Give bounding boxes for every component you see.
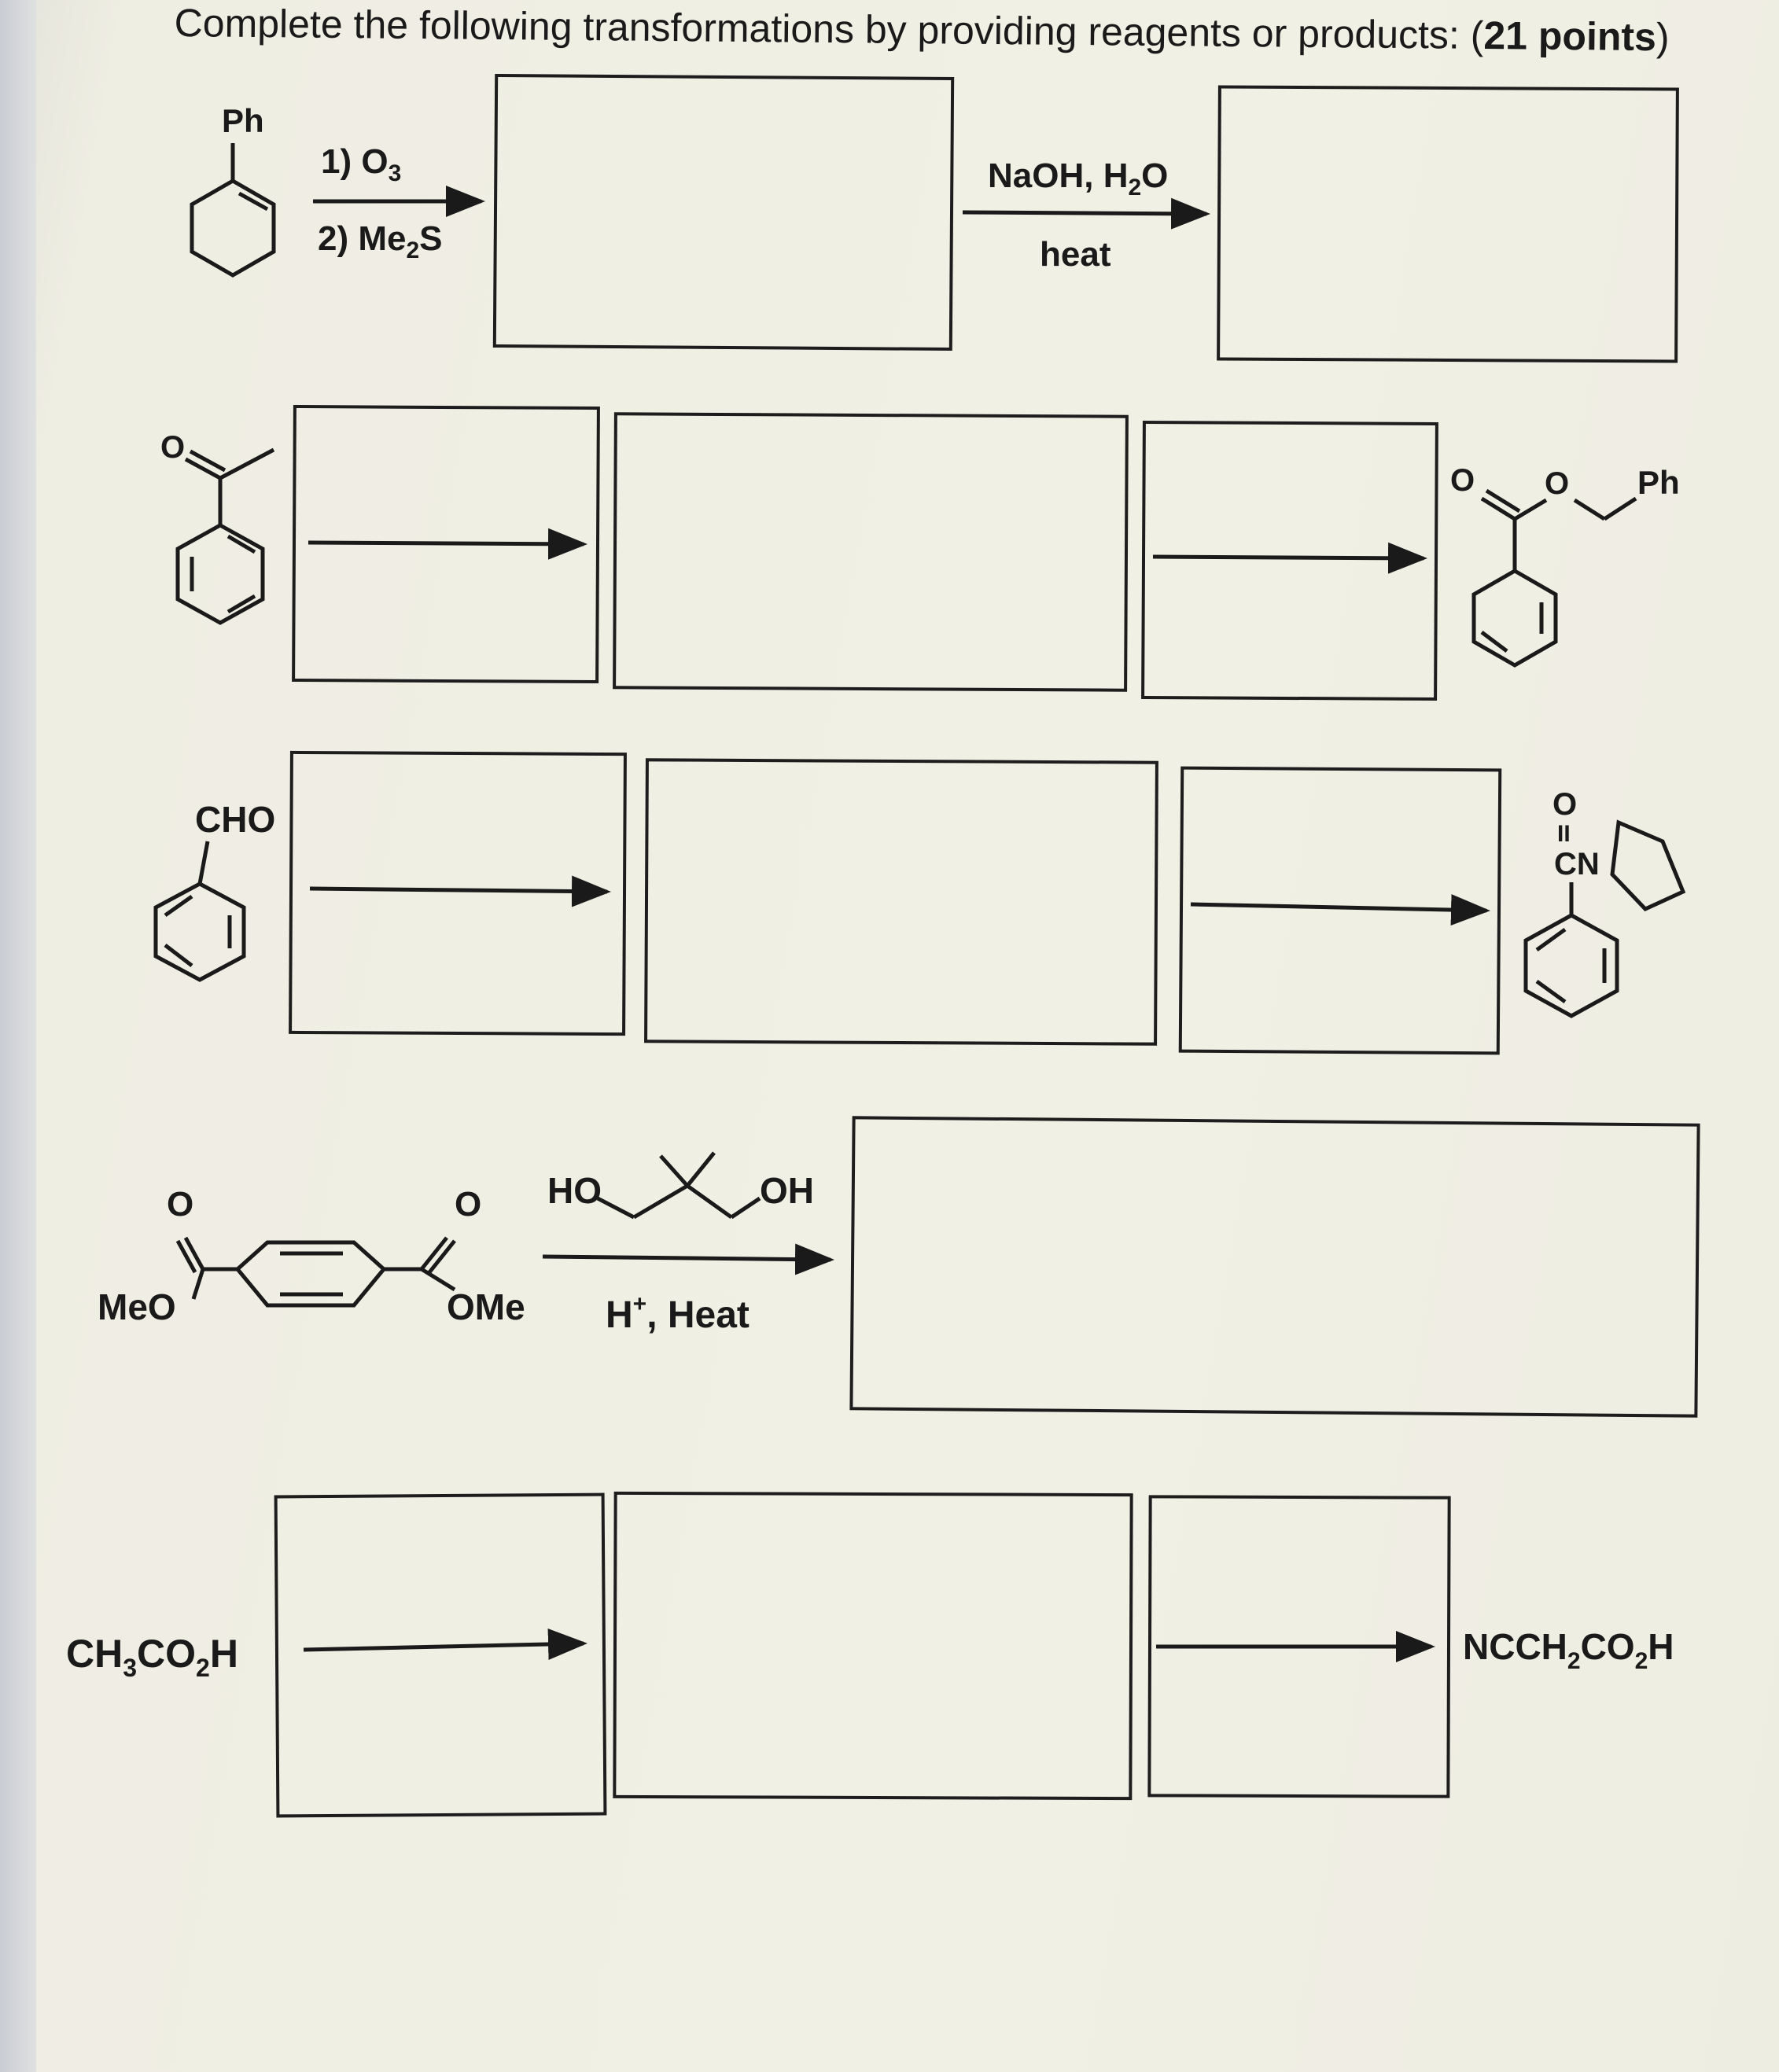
answer-box-2b[interactable] (613, 412, 1129, 692)
answer-box-1a[interactable] (492, 73, 955, 351)
answer-box-4[interactable] (849, 1116, 1700, 1418)
points-open: ( (1470, 13, 1484, 57)
answer-box-3b[interactable] (644, 758, 1158, 1046)
answer-box-2c[interactable] (1141, 421, 1438, 701)
answer-box-1b[interactable] (1217, 85, 1679, 363)
answer-box-5b[interactable] (613, 1491, 1133, 1801)
answer-box-3c[interactable] (1178, 766, 1502, 1055)
answer-box-5a[interactable] (274, 1492, 607, 1818)
points-text: 21 points (1483, 13, 1657, 60)
points-close: ) (1656, 15, 1670, 60)
answer-box-3a[interactable] (289, 750, 627, 1036)
answer-box-2a[interactable] (292, 404, 600, 684)
page-edge (0, 0, 36, 2072)
answer-box-5c[interactable] (1147, 1495, 1451, 1798)
